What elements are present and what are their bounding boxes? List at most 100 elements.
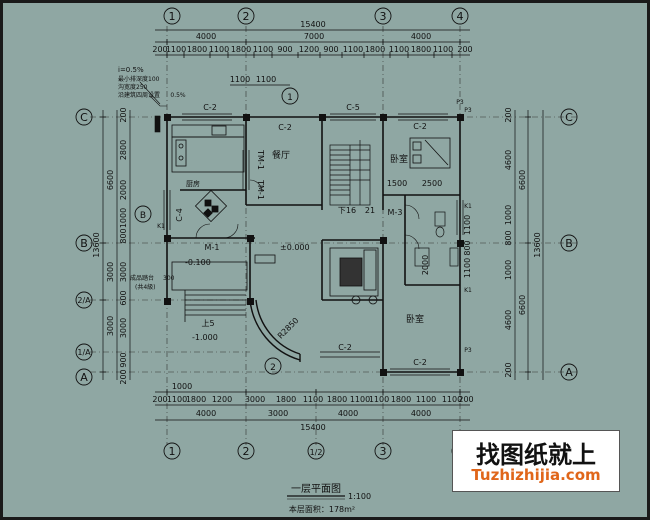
porch-steps [171, 254, 276, 322]
dim-interior-b: 2500 [422, 179, 442, 188]
room-dining: 餐厅 [272, 149, 290, 161]
dim-left-a: 6600 [106, 170, 115, 190]
label-window-c2-a: C-2 [203, 103, 217, 112]
dim-l2-6: 600 [119, 290, 128, 305]
axis-right-b: B [565, 237, 573, 250]
dim-top-b: 7000 [304, 32, 324, 41]
dim-b1-1: 1100 [167, 395, 187, 404]
elev-m0100: -0.100 [185, 258, 211, 267]
dim-l2-3: 1000 [119, 208, 128, 228]
dim-t2-0: 200 [152, 45, 167, 54]
bathroom-fixtures [414, 211, 459, 267]
bed-top [409, 137, 451, 169]
dim-left-c: 3000 [106, 316, 115, 336]
label-stair-down: 下16 [338, 206, 356, 215]
label-radius: R2850 [276, 316, 301, 341]
dim-t2-8: 900 [323, 45, 338, 54]
dim-r2-2: 1000 [504, 205, 513, 225]
watermark-cn: 找图纸就上 [476, 441, 596, 469]
axis-left-b: B [80, 237, 88, 250]
dim-bottom-total: 15400 [300, 423, 325, 432]
section-mark-1: 1 [287, 93, 293, 103]
dim-t2-3: 1100 [209, 45, 229, 54]
kitchen-counter [171, 124, 245, 173]
dim-bottom-small: 1000 [172, 382, 192, 391]
label-p3-b: P3 [464, 107, 472, 114]
room-bedroom-a: 卧室 [390, 153, 408, 165]
dim-inner-b: 1100 [256, 75, 276, 84]
dim-b1-13: 200 [458, 395, 473, 404]
room-labels: 餐厅 卧室 卧室 厨房 [186, 149, 424, 325]
axis-left-c: C [80, 111, 88, 124]
watermark-box: 找图纸就上 Tuzhizhijia.com [452, 430, 620, 492]
dim-t2-6: 900 [277, 45, 292, 54]
label-p3-a: P3 [456, 99, 464, 106]
label-window-c2-d: C-2 [338, 343, 352, 352]
dining-table [194, 189, 228, 223]
notes: i=0.5% 最小排深度100 沟宽度250 沿建筑四周设置 成品踏台 (共4級… [118, 66, 175, 291]
dim-t2-1: 1100 [166, 45, 186, 54]
dim-b1-10: 1800 [391, 395, 411, 404]
dim-b1-0: 200 [152, 395, 167, 404]
dim-t2-11: 1100 [389, 45, 409, 54]
dim-b1-5: 1800 [276, 395, 296, 404]
label-k1-c: K1 [464, 287, 472, 294]
dim-b1-12: 1100 [442, 395, 462, 404]
axis-labels: 1 2 3 4 1 2 1/2 3 4 C B 2/A 1/A A C B A … [77, 10, 573, 458]
dim-b1-2: 1800 [186, 395, 206, 404]
note-porch-3: 300 [163, 275, 175, 282]
drawing-scale: 1:100 [348, 492, 371, 501]
left-dimensions: 13600 6600 3000 3000 200 2800 2000 1000 … [92, 107, 128, 384]
dim-r2-6: 200 [504, 362, 513, 377]
dim-top-total: 15400 [300, 20, 325, 29]
dim-interior-f: 1100 [463, 258, 472, 278]
dim-b1-4: 3000 [245, 395, 265, 404]
label-k1-b: K1 [464, 203, 472, 210]
area-label: 本层面积：178m² [289, 504, 355, 514]
axis-left-a: A [80, 371, 88, 384]
dim-b2-0: 4000 [196, 409, 216, 418]
label-tm1-b: TM-1 [256, 179, 265, 200]
label-window-c2-c: C-2 [413, 122, 427, 131]
label-stair-up: 上5 [201, 319, 214, 328]
dim-left-b: 3000 [106, 262, 115, 282]
axis-right-c: C [565, 111, 573, 124]
label-window-c4: C-4 [175, 208, 184, 222]
note-porch-1: 成品踏台 [130, 274, 154, 282]
dim-top-c: 4000 [411, 32, 431, 41]
top-dimensions: 15400 4000 7000 4000 200 1100 1800 1100 … [152, 20, 472, 84]
dim-t2-5: 1100 [253, 45, 273, 54]
elevation-labels: ±0.000 -0.100 -1.000 [185, 243, 310, 342]
axis-bottom-2: 2 [243, 445, 250, 458]
dim-t2-4: 1800 [231, 45, 251, 54]
note-drain-1: 最小排深度100 [118, 75, 160, 83]
label-k1-a: K1 [157, 223, 165, 230]
axis-top-4: 4 [457, 10, 464, 23]
label-stair-count: 21 [365, 206, 375, 215]
label-p3-c: P3 [464, 347, 472, 354]
staircase [329, 140, 371, 206]
label-window-c2-b: C-2 [278, 123, 292, 132]
dim-r2-3: 800 [504, 230, 513, 245]
dim-b1-7: 1800 [327, 395, 347, 404]
label-window-c5: C-5 [346, 103, 360, 112]
axis-left-2a: 2/A [77, 296, 91, 305]
note-porch-2: (共4級) [135, 283, 156, 291]
dim-r2-5: 4600 [504, 310, 513, 330]
axis-top-1: 1 [169, 10, 176, 23]
axis-bottom-3: 3 [380, 445, 387, 458]
dim-b1-6: 1100 [303, 395, 323, 404]
dim-interior-d: 1100 [463, 215, 472, 235]
note-slope: i=0.5% [118, 66, 144, 74]
drawing-title: 一层平面图 [291, 483, 341, 495]
label-window-c2-e: C-2 [413, 358, 427, 367]
title-block: 一层平面图 1:100 本层面积：178m² [287, 483, 371, 514]
dim-interior-a: 1500 [387, 179, 407, 188]
dim-l2-4: 800 [119, 228, 128, 243]
axis-bottom-1: 1 [169, 445, 176, 458]
windows [163, 113, 464, 376]
dim-t2-12: 1800 [411, 45, 431, 54]
watermark-en: Tuzhizhijia.com [471, 466, 601, 484]
plan-labels: C-2 C-2 C-5 C-2 C-2 C-2 C-4 M-1 M-3 TM-1… [157, 92, 472, 367]
